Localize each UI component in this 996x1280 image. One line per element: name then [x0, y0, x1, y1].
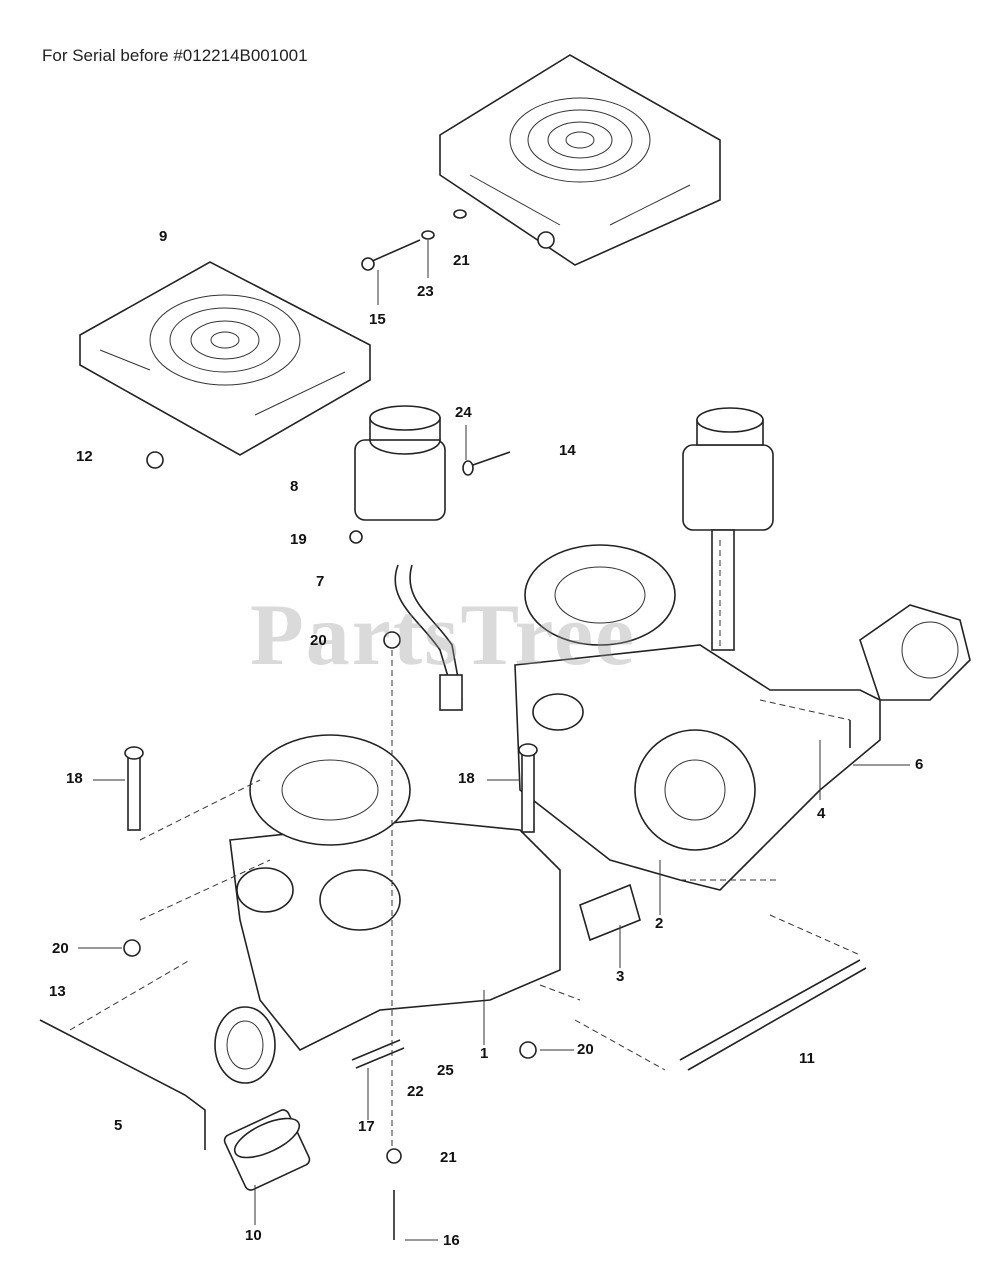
callout-25[interactable]: 25	[437, 1062, 454, 1079]
bolts-18	[124, 743, 538, 833]
callout-6[interactable]: 6	[915, 756, 924, 773]
bolts-17-16	[351, 1039, 405, 1240]
callout-21-top[interactable]: 21	[453, 252, 470, 269]
callout-23[interactable]: 23	[417, 283, 434, 300]
callout-4[interactable]: 4	[817, 805, 826, 822]
callout-20-right[interactable]: 20	[577, 1041, 594, 1058]
callout-8[interactable]: 8	[290, 478, 299, 495]
callout-20-left[interactable]: 20	[52, 940, 69, 957]
nuts-20	[123, 631, 537, 1059]
oil-filter	[223, 1109, 311, 1191]
guide-lines	[69, 540, 861, 1150]
callout-19[interactable]: 19	[290, 531, 307, 548]
callout-24[interactable]: 24	[455, 404, 472, 421]
transaxle-left	[214, 734, 561, 1084]
callout-22[interactable]: 22	[407, 1083, 424, 1100]
callout-11[interactable]: 11	[799, 1050, 815, 1067]
callout-16[interactable]: 16	[443, 1232, 460, 1249]
callout-13[interactable]: 13	[49, 983, 66, 1000]
callout-18-right[interactable]: 18	[458, 770, 475, 787]
watermark: PartsTree	[250, 587, 637, 684]
serial-note: For Serial before #012214B001001	[42, 46, 308, 65]
callout-2[interactable]: 2	[655, 915, 664, 932]
callout-7[interactable]: 7	[316, 573, 325, 590]
callout-12[interactable]: 12	[76, 448, 93, 465]
rod	[39, 1019, 206, 1150]
callout-3[interactable]: 3	[616, 968, 625, 985]
top-hardware	[146, 209, 467, 469]
bracket	[579, 883, 641, 942]
callout-17[interactable]: 17	[358, 1118, 375, 1135]
reservoir-left	[349, 405, 511, 544]
callout-21-bottom[interactable]: 21	[440, 1149, 457, 1166]
callout-9[interactable]: 9	[159, 228, 168, 245]
hose	[394, 564, 463, 711]
callout-14[interactable]: 14	[559, 442, 576, 459]
transaxle-right	[514, 544, 971, 891]
callout-15[interactable]: 15	[369, 311, 386, 328]
cover-plate-left	[79, 261, 371, 456]
callout-20-top[interactable]: 20	[310, 632, 327, 649]
tube	[679, 959, 867, 1071]
reservoir-right	[682, 407, 774, 651]
callout-1[interactable]: 1	[480, 1045, 489, 1062]
leader-lines	[78, 425, 910, 1241]
callout-18-left[interactable]: 18	[66, 770, 83, 787]
callout-10[interactable]: 10	[245, 1227, 262, 1244]
callout-5[interactable]: 5	[114, 1117, 123, 1134]
cover-plate-right	[439, 54, 721, 266]
